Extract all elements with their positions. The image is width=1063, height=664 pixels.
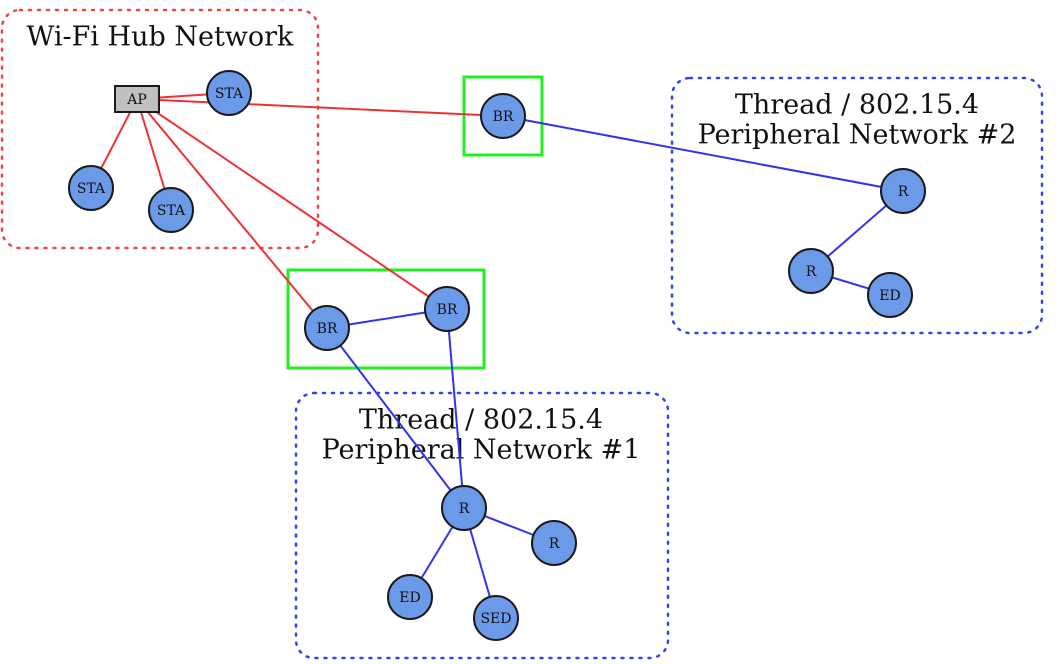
node-shape-t2_r1 (880, 168, 926, 214)
node-br_left: BR (304, 305, 350, 351)
node-ap: AP (114, 85, 160, 113)
node-label-t1_ed: ED (399, 590, 420, 606)
node-shape-ap (114, 85, 160, 113)
node-t1_ed: ED (387, 574, 433, 620)
cluster-label-thread1: Peripheral Network #1 (322, 435, 641, 466)
node-sta2: STA (68, 165, 114, 211)
node-t2_r2: R (788, 248, 834, 294)
node-label-t2_r2: R (806, 264, 817, 280)
node-shape-br_top (480, 93, 526, 139)
cluster-label-thread2: Thread / 802.15.4 (735, 90, 979, 121)
node-shape-t2_r2 (788, 248, 834, 294)
node-label-sta3: STA (157, 203, 186, 219)
edge-ap-br_top (136, 98, 504, 117)
border-router-box-top (462, 75, 544, 157)
cluster-label-wifi: Wi-Fi Hub Network (27, 22, 295, 53)
node-label-br_right: BR (437, 302, 458, 318)
node-label-t1_r1: R (459, 501, 470, 517)
node-t1_r2: R (531, 520, 577, 566)
edge-layer (90, 92, 904, 619)
edge-ap-br_left (136, 98, 328, 329)
cluster-label-thread2: Peripheral Network #2 (698, 120, 1017, 151)
node-shape-sta1 (206, 70, 252, 116)
node-label-sta2: STA (77, 181, 106, 197)
node-shape-sta2 (68, 165, 114, 211)
node-label-ap: AP (126, 92, 147, 108)
node-shape-t1_r1 (441, 485, 487, 531)
node-t1_r1: R (441, 485, 487, 531)
node-shape-br_left (304, 305, 350, 351)
edge-br_right-t1_r1 (446, 308, 465, 509)
node-label-t2_r1: R (898, 184, 909, 200)
node-shape-t1_sed (473, 595, 519, 641)
node-t2_r1: R (880, 168, 926, 214)
edge-br_top-t2_r1 (502, 115, 904, 192)
edge-br_left-t1_r1 (326, 327, 465, 509)
cluster-wifi: Wi-Fi Hub Network (0, 8, 320, 250)
node-t1_sed: SED (473, 595, 519, 641)
node-label-t1_sed: SED (480, 611, 511, 627)
node-shape-sta3 (148, 187, 194, 233)
border-router-box-layer (286, 75, 544, 370)
cluster-border-thread2 (670, 76, 1044, 335)
node-br_right: BR (424, 286, 470, 332)
node-shape-t1_r2 (531, 520, 577, 566)
node-label-t2_ed: ED (879, 288, 900, 304)
node-label-sta1: STA (215, 86, 244, 102)
node-t2_ed: ED (867, 272, 913, 318)
node-br_top: BR (480, 93, 526, 139)
node-label-t1_r2: R (549, 536, 560, 552)
edge-ap-br_right (136, 98, 448, 310)
cluster-label-thread1: Thread / 802.15.4 (359, 405, 603, 436)
node-sta3: STA (148, 187, 194, 233)
node-label-br_left: BR (317, 321, 338, 337)
node-layer: AP STA STA STA BR BR BR R R ED R R ED SED (68, 70, 926, 641)
node-shape-t2_ed (867, 272, 913, 318)
border-router-box-bottom (286, 268, 486, 370)
cluster-border-thread1 (294, 391, 670, 660)
node-label-br_top: BR (493, 109, 514, 125)
node-sta1: STA (206, 70, 252, 116)
node-shape-t1_ed (387, 574, 433, 620)
cluster-border-wifi (0, 8, 320, 250)
node-shape-br_right (424, 286, 470, 332)
